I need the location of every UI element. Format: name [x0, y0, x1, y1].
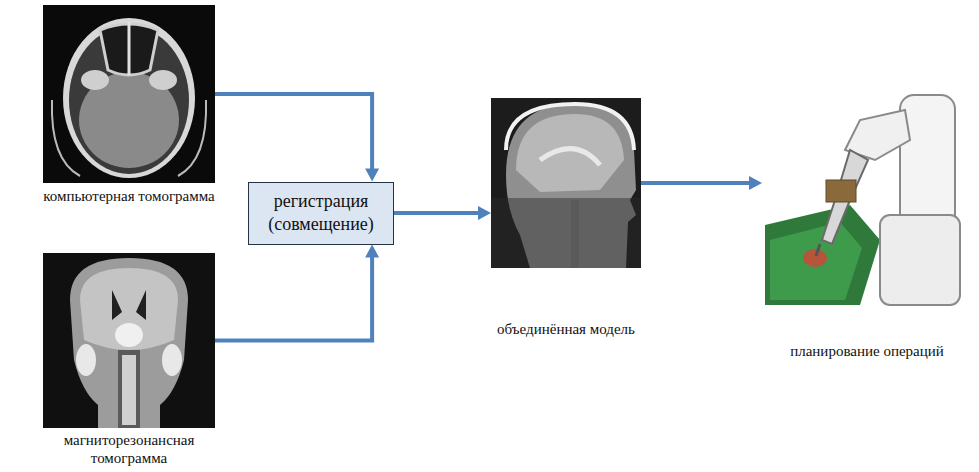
flow-arrow: [394, 206, 491, 220]
flow-arrow: [215, 94, 379, 182]
flow-arrow: [215, 245, 379, 341]
ct-image: [43, 5, 215, 183]
robot-node: планирование операций: [762, 85, 972, 305]
model-node: объединённая модель: [491, 98, 641, 268]
image-caption: магниторезонансная томограмма: [34, 431, 224, 467]
image-caption: объединённая модель: [497, 320, 635, 338]
image-caption: планирование операций: [790, 342, 944, 360]
flow-arrow: [641, 176, 762, 190]
mri-image: [43, 253, 215, 428]
process-box: регистрация (совмещение): [248, 182, 394, 245]
robot-image: [765, 95, 960, 305]
combined-model-image: [491, 98, 641, 268]
mri-scan-node: магниторезонансная томограмма: [43, 253, 215, 428]
box-label: регистрация (совмещение): [257, 190, 385, 236]
image-caption: компьютерная томограмма: [43, 187, 215, 205]
ct-scan-node: компьютерная томограмма: [43, 5, 215, 183]
